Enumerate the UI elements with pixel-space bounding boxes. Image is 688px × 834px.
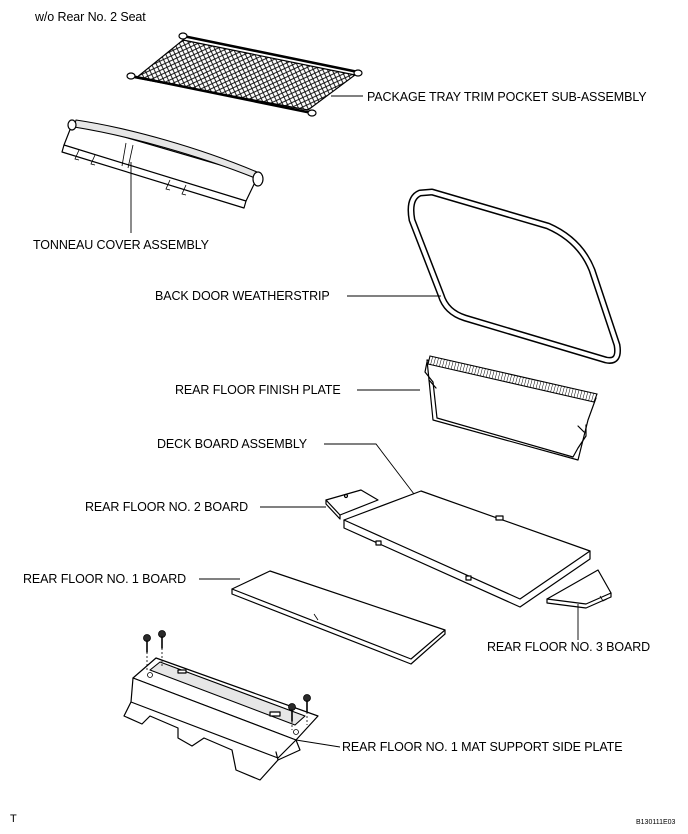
finish-plate-drawing [424, 355, 598, 461]
no3-board-drawing [546, 569, 612, 609]
corner-mark: T [10, 813, 17, 825]
no1-board-drawing [231, 570, 446, 665]
label-back-door-weatherstrip: BACK DOOR WEATHERSTRIP [155, 289, 330, 303]
no2-board-drawing [325, 489, 379, 520]
label-rear-floor-no3-board: REAR FLOOR NO. 3 BOARD [487, 640, 651, 654]
label-deck-board: DECK BOARD ASSEMBLY [157, 437, 307, 451]
weatherstrip-drawing [407, 188, 621, 364]
mat-support-leader [295, 739, 341, 748]
tonneau-cover-drawing [61, 119, 264, 209]
label-mat-support-side-plate: REAR FLOOR NO. 1 MAT SUPPORT SIDE PLATE [342, 740, 623, 754]
label-rear-floor-no1-board: REAR FLOOR NO. 1 BOARD [23, 572, 187, 586]
figure-id: B130111E03 [636, 819, 676, 826]
deck-board-leader [324, 443, 415, 495]
label-package-tray: PACKAGE TRAY TRIM POCKET SUB-ASSEMBLY [367, 90, 647, 104]
label-tonneau-cover: TONNEAU COVER ASSEMBLY [33, 238, 209, 252]
package-tray-drawing [126, 32, 363, 117]
label-rear-floor-no2-board: REAR FLOOR NO. 2 BOARD [85, 500, 249, 514]
variant-note: w/o Rear No. 2 Seat [35, 10, 146, 24]
mat-support-drawing [123, 630, 319, 781]
label-rear-floor-finish-plate: REAR FLOOR FINISH PLATE [175, 383, 341, 397]
deck-board-drawing [343, 490, 591, 608]
